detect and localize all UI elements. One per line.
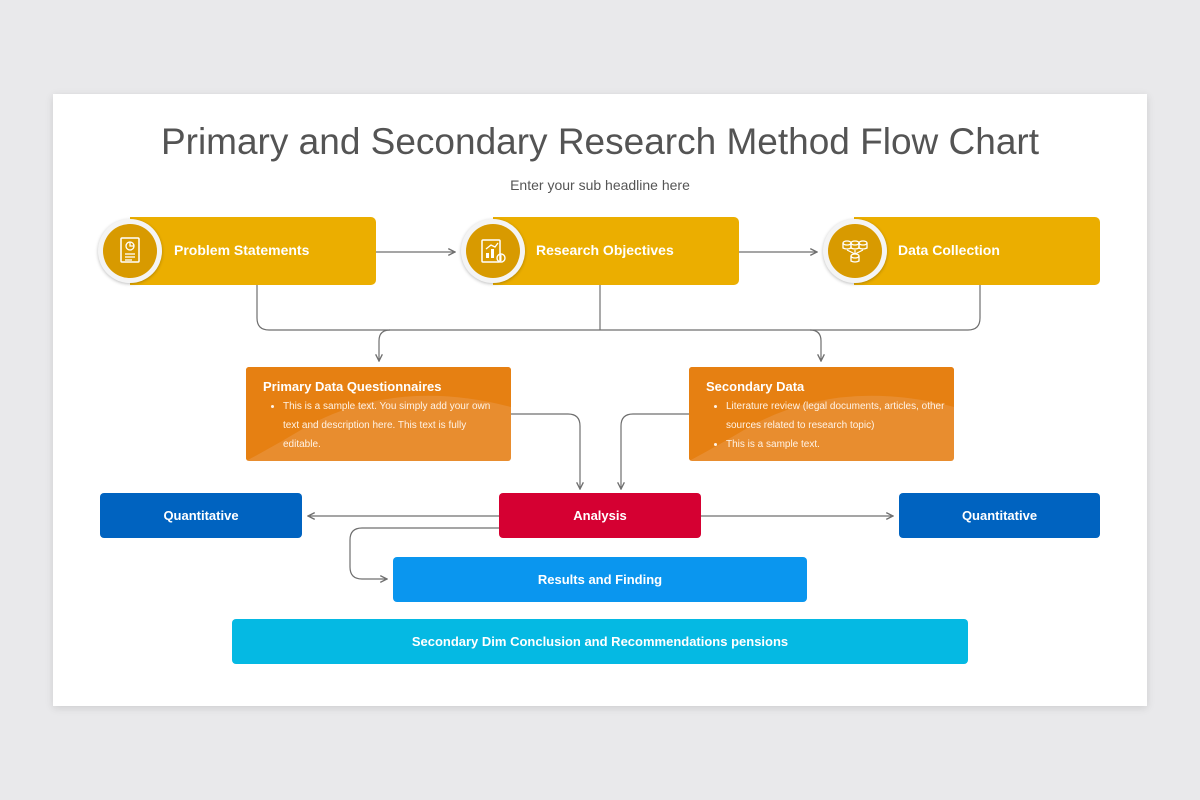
analysis-box[interactable]: Analysis bbox=[499, 493, 701, 538]
slide-card bbox=[53, 94, 1147, 706]
report-document-icon bbox=[120, 237, 140, 263]
database-network-icon bbox=[842, 240, 868, 263]
primary-data-bullets: This is a sample text. You simply add yo… bbox=[263, 397, 503, 454]
step-icon-badge bbox=[461, 219, 525, 283]
step-research-objectives[interactable]: Research Objectives bbox=[493, 217, 739, 285]
arrow-analysis-to-results bbox=[349, 527, 499, 579]
secondary-data-box: Secondary Data Literature review (legal … bbox=[689, 367, 954, 461]
step-label: Data Collection bbox=[898, 242, 1000, 258]
page-title: Primary and Secondary Research Method Fl… bbox=[160, 121, 1040, 162]
primary-data-box: Primary Data Questionnaires This is a sa… bbox=[246, 367, 511, 461]
arrow-primary-to-analysis bbox=[511, 413, 580, 489]
secondary-data-title: Secondary Data bbox=[706, 379, 805, 394]
box-shading bbox=[689, 367, 954, 461]
bullet-item: This is a sample text. You simply add yo… bbox=[283, 397, 503, 454]
growth-chart-icon bbox=[481, 239, 506, 263]
arrow-to-secondary bbox=[809, 329, 821, 361]
secondary-data-bullets: Literature review (legal documents, arti… bbox=[706, 397, 946, 454]
primary-data-title: Primary Data Questionnaires bbox=[263, 379, 442, 394]
step-data-collection[interactable]: Data Collection bbox=[854, 217, 1100, 285]
conclusion-box[interactable]: Secondary Dim Conclusion and Recommendat… bbox=[232, 619, 968, 664]
results-box[interactable]: Results and Finding bbox=[393, 557, 807, 602]
quantitative-left-box[interactable]: Quantitative bbox=[100, 493, 302, 538]
box-shading bbox=[246, 367, 511, 461]
bullet-item: Literature review (legal documents, arti… bbox=[726, 397, 946, 435]
bus-line bbox=[256, 285, 981, 331]
page-subtitle: Enter your sub headline here bbox=[510, 177, 690, 193]
step-icon-badge bbox=[98, 219, 162, 283]
quantitative-right-box[interactable]: Quantitative bbox=[899, 493, 1100, 538]
arrow-to-primary bbox=[379, 329, 391, 361]
step-label: Research Objectives bbox=[536, 242, 674, 258]
bullet-item: This is a sample text. bbox=[726, 435, 946, 454]
step-icon-badge bbox=[823, 219, 887, 283]
arrow-secondary-to-analysis bbox=[621, 413, 689, 489]
step-problem-statements[interactable]: Problem Statements bbox=[130, 217, 376, 285]
step-label: Problem Statements bbox=[174, 242, 310, 258]
